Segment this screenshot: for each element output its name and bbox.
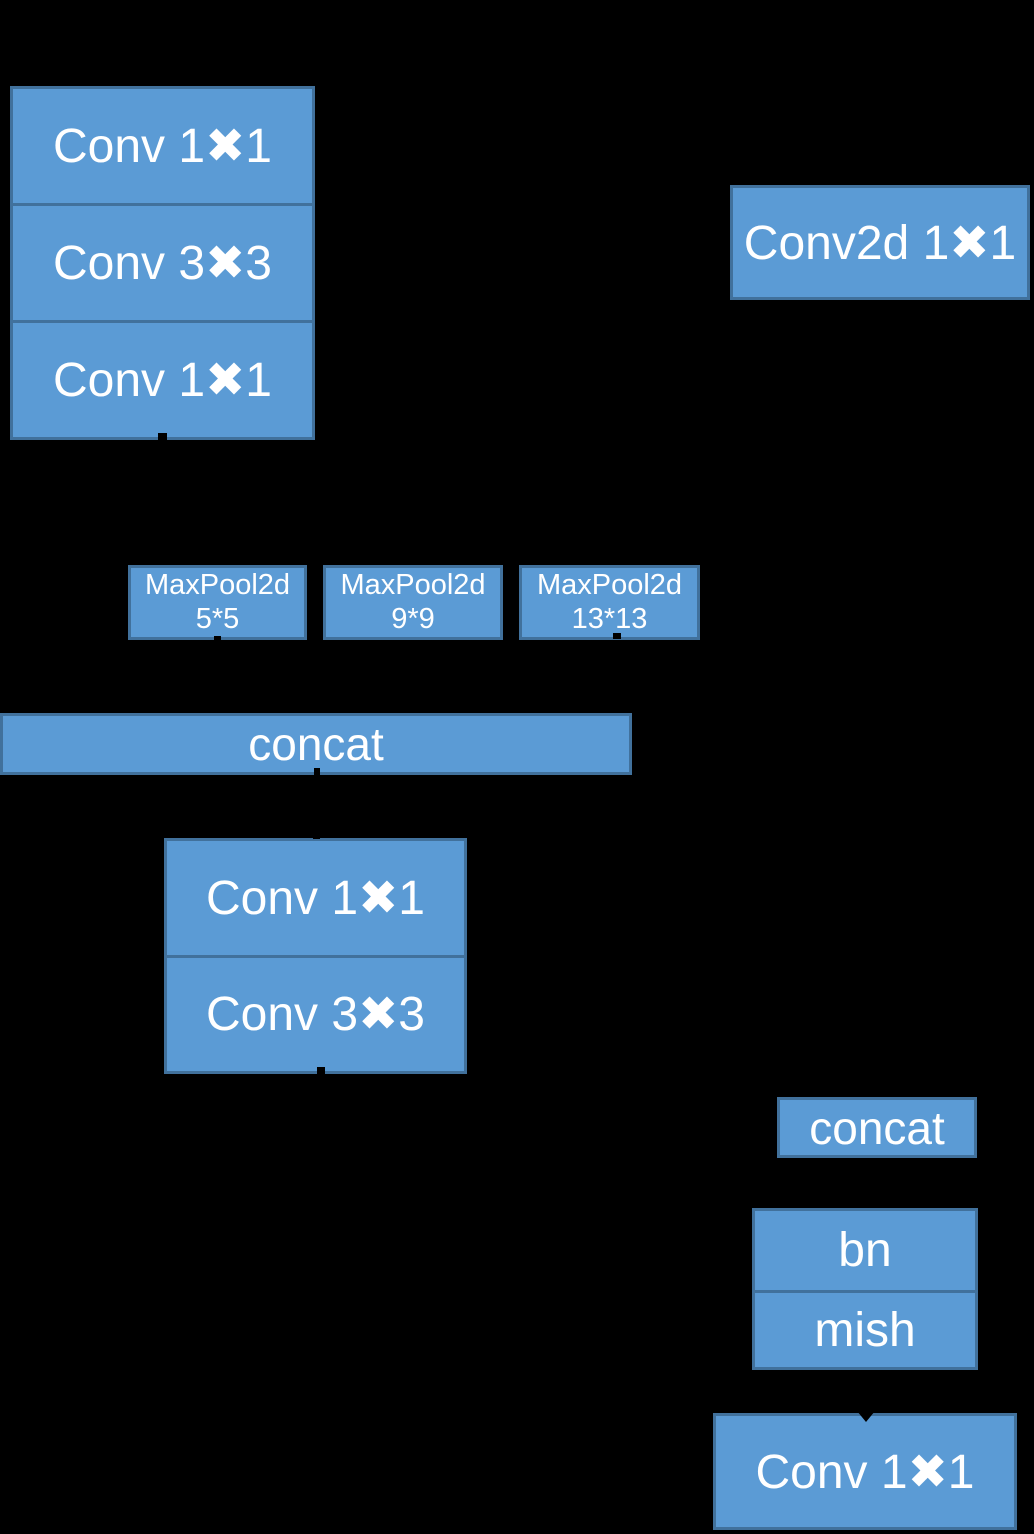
maxpool2d-13x13-title: MaxPool2d xyxy=(536,568,683,601)
conv-3x3-box: Conv 3✖3 xyxy=(167,958,464,1072)
mish-label: mish xyxy=(814,1303,916,1357)
arrow-mark xyxy=(314,768,320,777)
conv-stack-top-left: Conv 1✖1 Conv 3✖3 Conv 1✖1 xyxy=(10,86,315,440)
arrow-mark xyxy=(313,833,320,839)
maxpool2d-13x13-box: MaxPool2d 13*13 xyxy=(519,565,700,640)
bn-box: bn xyxy=(755,1211,975,1294)
conv-3x3-box: Conv 3✖3 xyxy=(13,206,312,323)
conv-1x1-output-label: Conv 1✖1 xyxy=(755,1445,975,1499)
conv-3x3-label: Conv 3✖3 xyxy=(206,988,425,1042)
mish-box: mish xyxy=(755,1293,975,1367)
conv-1x1-box: Conv 1✖1 xyxy=(167,841,464,958)
maxpool2d-5x5-title: MaxPool2d xyxy=(144,568,291,601)
arrow-mark xyxy=(214,636,221,642)
bn-mish-stack: bn mish xyxy=(752,1208,978,1370)
concat-small-box: concat xyxy=(777,1097,977,1158)
maxpool2d-9x9-kernel: 9*9 xyxy=(391,602,435,635)
maxpool2d-5x5-kernel: 5*5 xyxy=(195,602,240,635)
conv-1x1-box: Conv 1✖1 xyxy=(13,89,312,206)
maxpool2d-5x5-box: MaxPool2d 5*5 xyxy=(128,565,307,640)
concat-wide-box: concat xyxy=(0,713,632,775)
conv2d-1x1-label: Conv2d 1✖1 xyxy=(743,216,1017,270)
conv-1x1-box: Conv 1✖1 xyxy=(13,323,312,437)
maxpool2d-9x9-title: MaxPool2d xyxy=(340,568,486,601)
arrow-mark xyxy=(158,433,167,441)
conv2d-1x1-box: Conv2d 1✖1 xyxy=(730,185,1030,300)
conv-1x1-output-box: Conv 1✖1 xyxy=(713,1413,1017,1530)
concat-wide-label: concat xyxy=(248,718,384,770)
conv-1x1-label: Conv 1✖1 xyxy=(206,871,425,925)
conv-1x1-label: Conv 1✖1 xyxy=(53,354,272,407)
arrow-mark xyxy=(317,1067,325,1075)
conv-1x1-label: Conv 1✖1 xyxy=(53,120,272,173)
concat-small-label: concat xyxy=(809,1101,945,1154)
bn-label: bn xyxy=(838,1224,892,1278)
maxpool2d-13x13-kernel: 13*13 xyxy=(571,602,648,635)
conv-3x3-label: Conv 3✖3 xyxy=(53,237,272,290)
arrowhead-down-icon xyxy=(857,1411,875,1422)
conv-stack-middle: Conv 1✖1 Conv 3✖3 xyxy=(164,838,467,1074)
arrow-mark xyxy=(613,633,621,639)
maxpool2d-9x9-box: MaxPool2d 9*9 xyxy=(323,565,503,640)
